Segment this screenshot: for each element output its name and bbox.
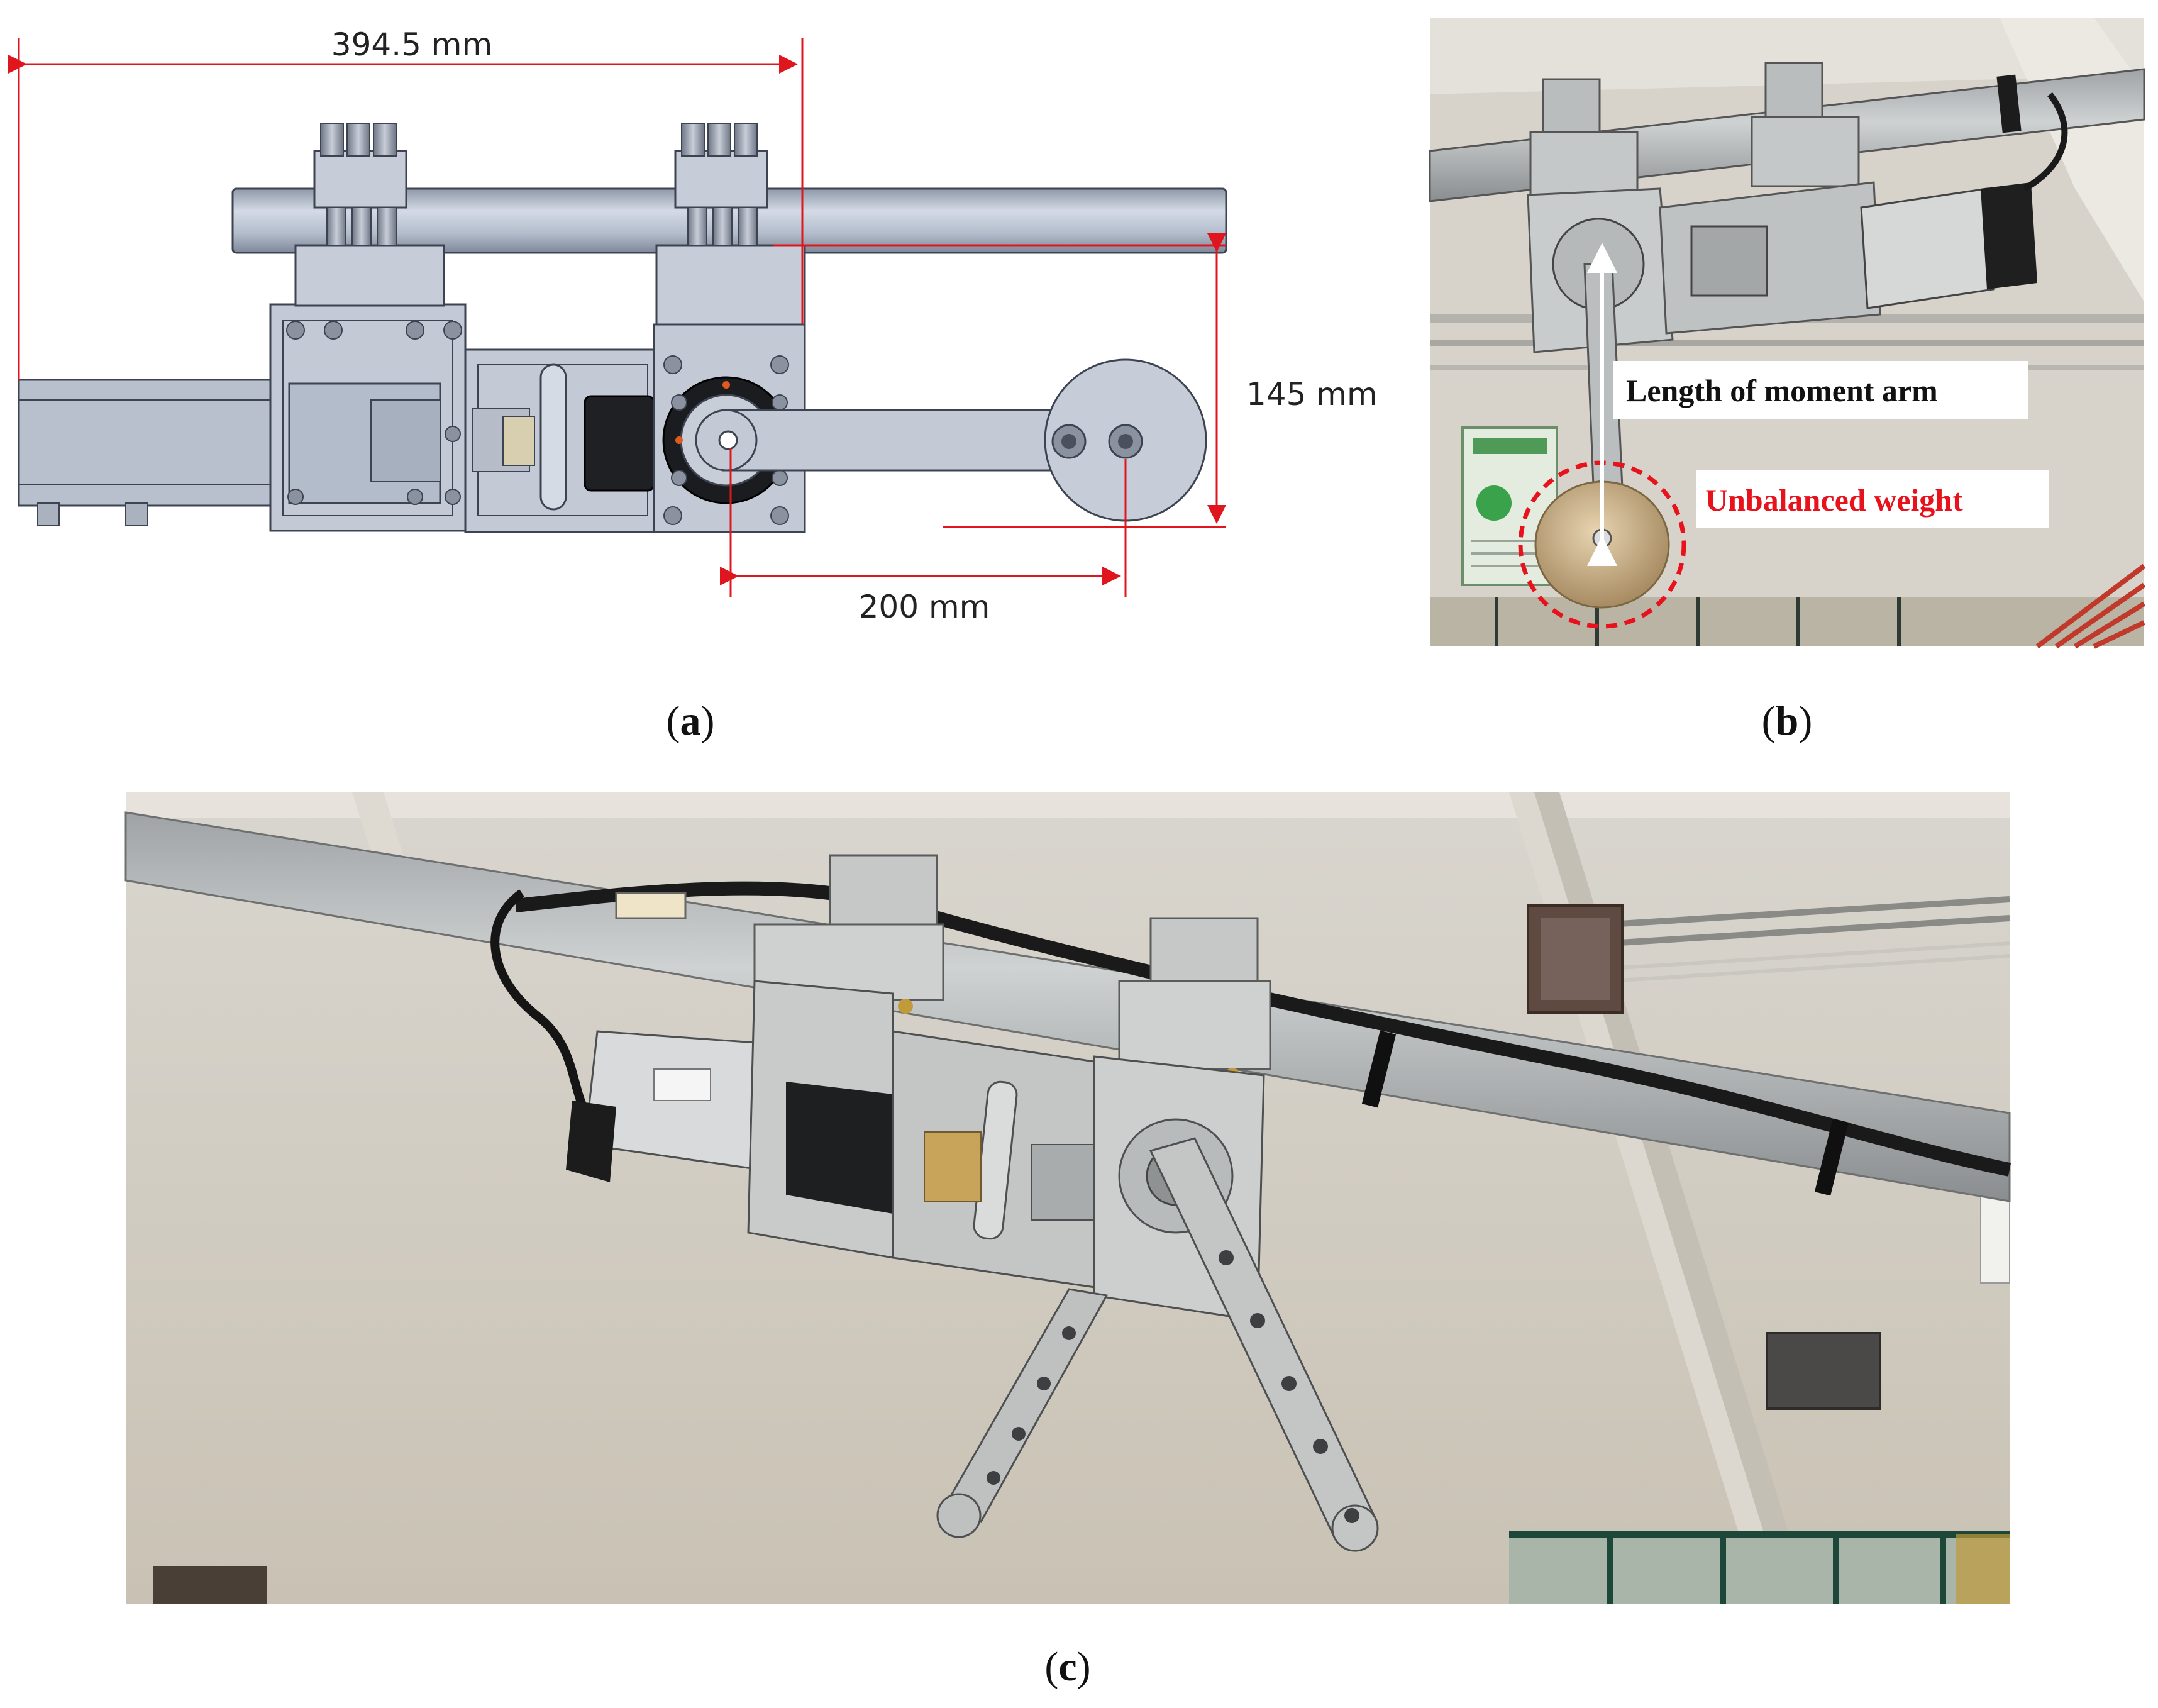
left-clamp-bottom	[294, 244, 445, 307]
servo-motor-photo	[1860, 187, 1995, 309]
motor-body	[18, 379, 297, 507]
unbalanced-weight-label: Unbalanced weight	[1705, 482, 1963, 518]
width-dimension-label: 394.5 mm	[331, 26, 492, 63]
coupling-slot	[540, 363, 567, 511]
panel-a-cad-drawing: 394.5 mm 145 mm 200 mm	[8, 26, 1378, 625]
coupling-hub	[502, 416, 535, 466]
bearing-housing	[584, 395, 655, 492]
moment-arm-label: Length of moment arm	[1626, 373, 1938, 408]
caption-b: (b)	[1762, 698, 1813, 744]
caption-a: (a)	[667, 698, 715, 744]
right-clamp-bottom	[655, 244, 806, 326]
swing-arm-rear	[936, 1288, 1109, 1538]
pivot-shaft	[718, 430, 738, 450]
panel-b-photo: Length of moment arm Unbalanced weight	[1429, 18, 2146, 649]
arm-dimension-label: 200 mm	[859, 589, 990, 625]
panel-c-photo	[124, 792, 2011, 1604]
caption-c: (c)	[1044, 1644, 1090, 1690]
motor-foot-left	[37, 502, 60, 526]
moment-arm-bar	[722, 409, 1076, 472]
speaker-box	[1766, 1332, 1881, 1410]
left-clamp-top	[313, 150, 407, 209]
height-dimension-label: 145 mm	[1246, 376, 1378, 413]
motor-foot-right	[125, 502, 148, 526]
right-clamp-top	[674, 150, 768, 209]
swing-arm-front	[1149, 1137, 1379, 1552]
rail-tube-photo-c	[124, 811, 2011, 1202]
